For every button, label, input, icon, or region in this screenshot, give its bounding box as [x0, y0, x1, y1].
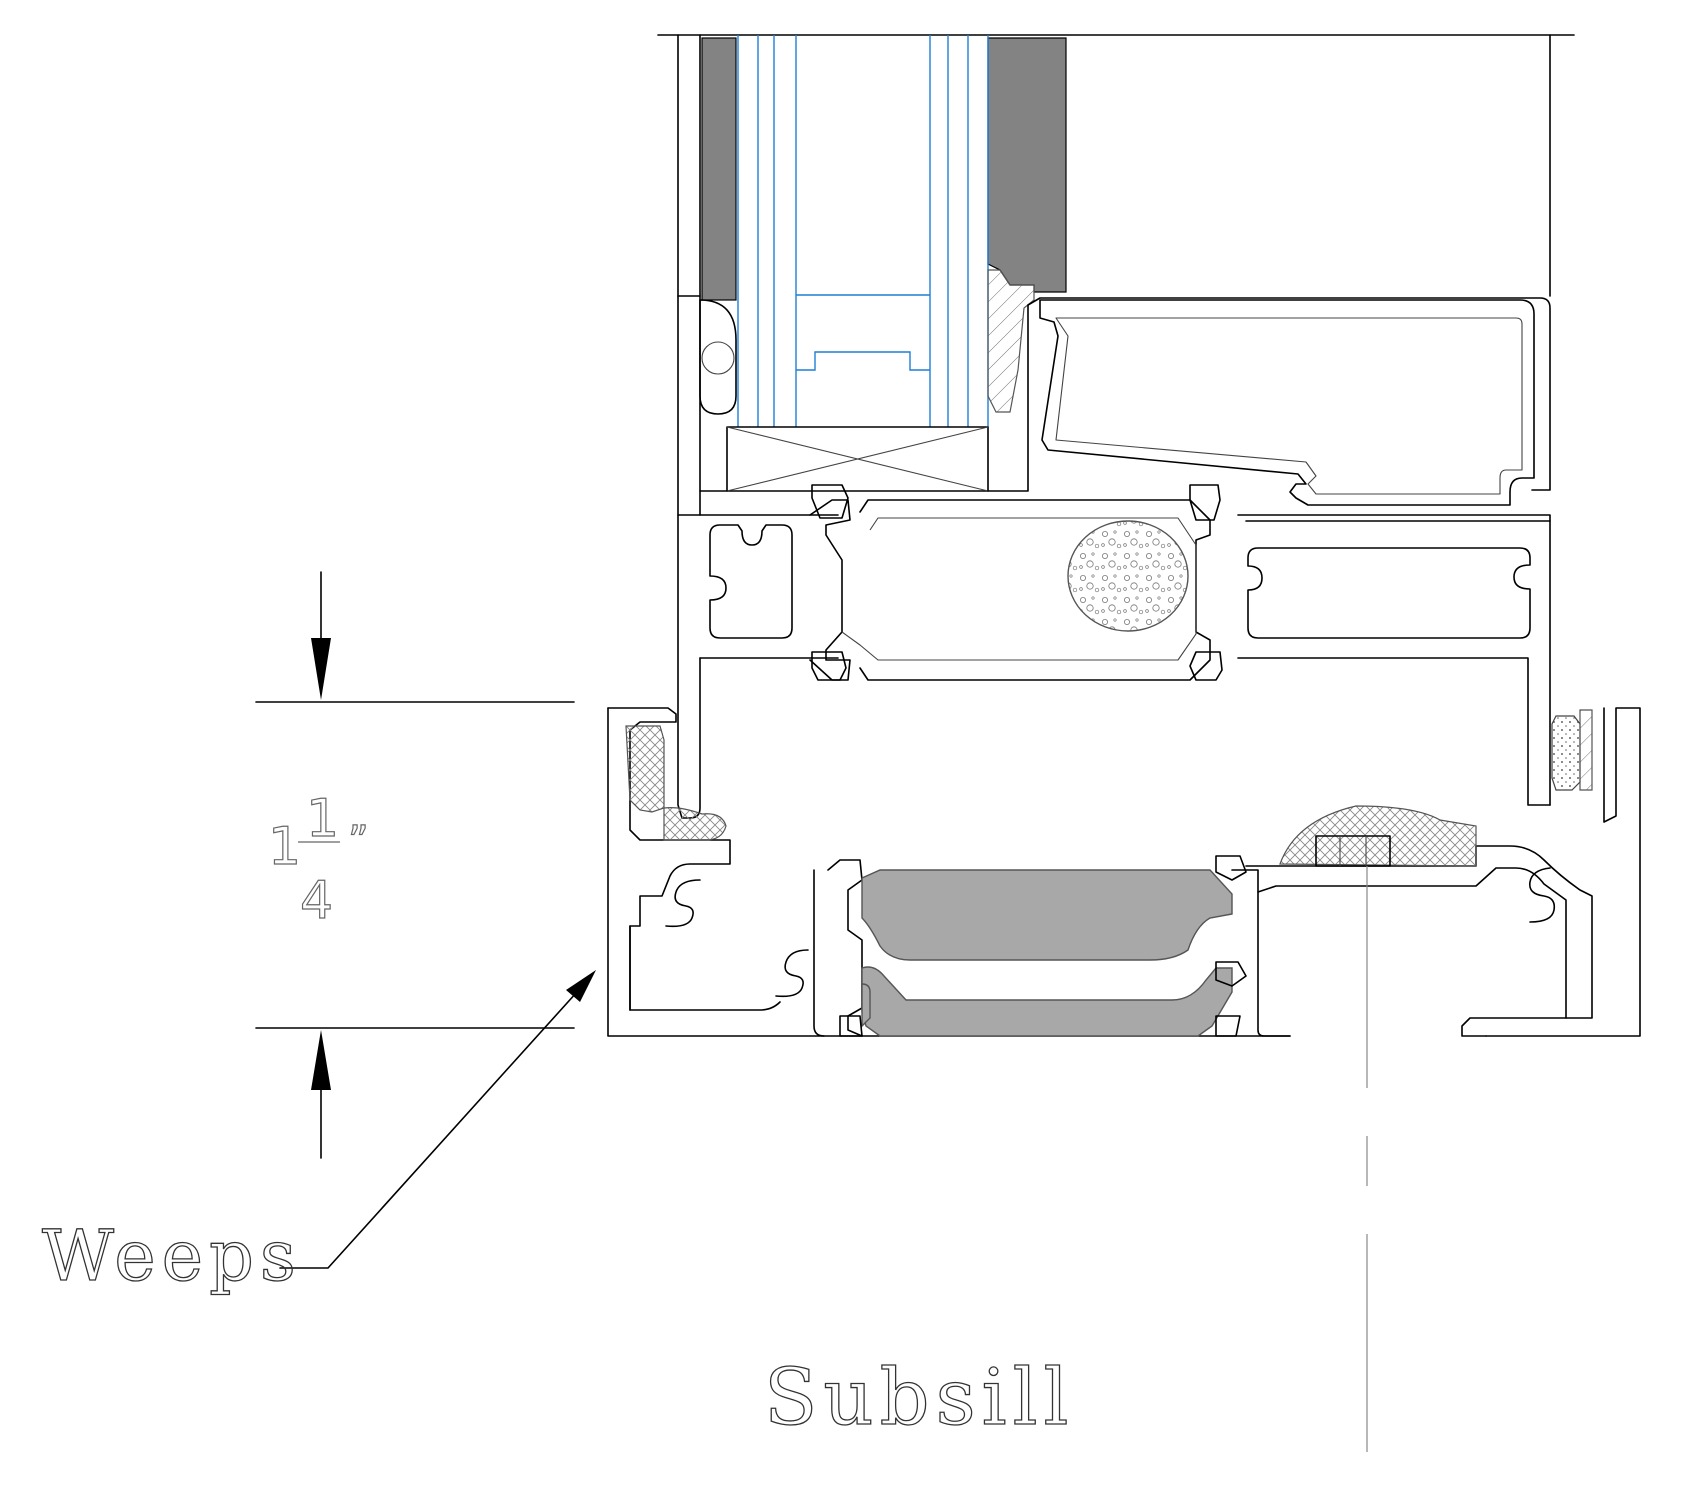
setting-block [726, 426, 989, 492]
lower-thermal-break [827, 859, 863, 1037]
drawing-title: Subsill [764, 1353, 1074, 1443]
jamb-seal [1551, 715, 1581, 791]
glazing-bead [1039, 299, 1535, 506]
backer-rod [699, 299, 737, 415]
sill-frame [677, 295, 1551, 819]
insulated-glass-unit [737, 35, 989, 427]
dimension-whole: 1 [268, 817, 301, 877]
fastener-head [1315, 835, 1391, 867]
weeps-callout: Weeps [41, 970, 596, 1298]
exterior-glazing-gasket [701, 37, 737, 301]
dimension-arrow-top [311, 638, 331, 700]
weeps-label: Weeps [42, 1215, 302, 1297]
dimension-numerator: 1 [306, 789, 339, 849]
upper-thermal-break [809, 499, 851, 681]
wedge-gasket [987, 269, 1035, 413]
foam-insert [1067, 520, 1189, 632]
subsill [607, 707, 1641, 1037]
leader-arrowhead [566, 970, 596, 1002]
glazing-assembly [657, 34, 1575, 492]
dimension-unit: ” [348, 818, 369, 864]
interior-glazing-gasket [987, 37, 1067, 293]
height-dimension: 1 1 4 ” [255, 571, 575, 1159]
dimension-denominator: 4 [300, 871, 333, 931]
dimension-arrow-bottom [311, 1030, 331, 1090]
